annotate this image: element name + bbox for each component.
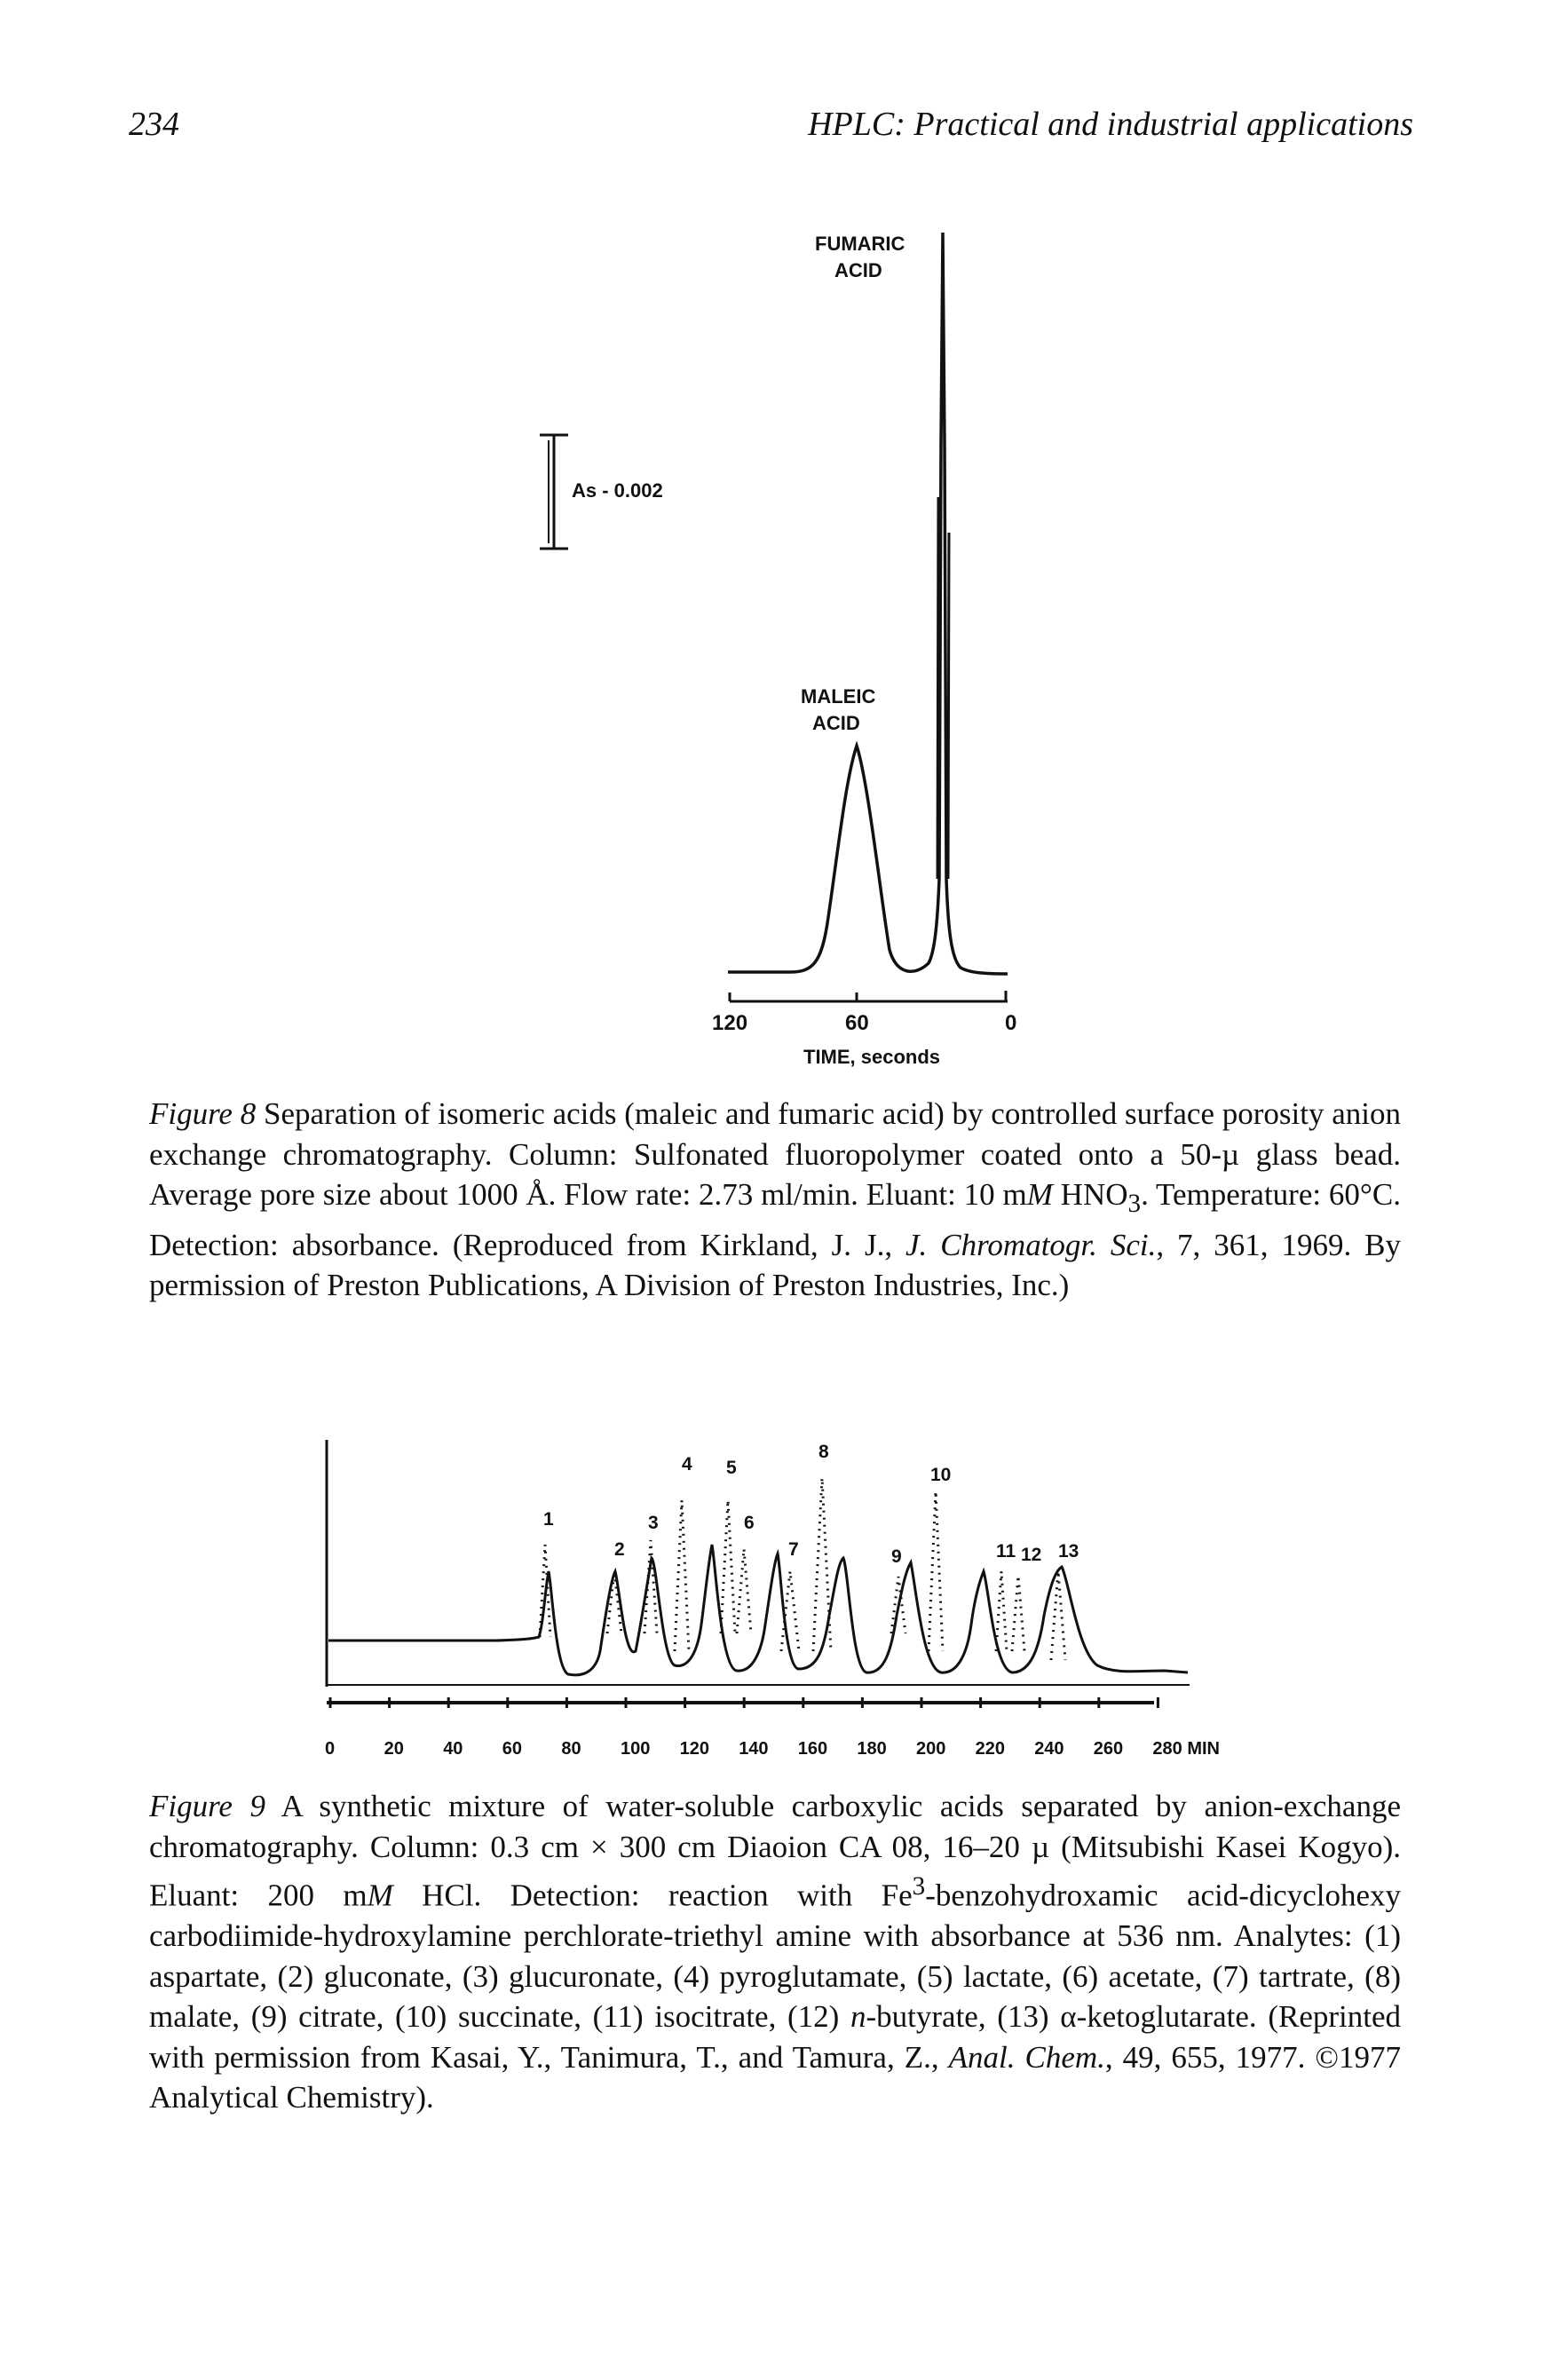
fumaric-label-line2: ACID <box>834 259 882 281</box>
axis-tick-label-9: 180 <box>857 1739 886 1759</box>
maleic-label-line2: ACID <box>812 712 860 734</box>
axis-tick-label-5: 100 <box>621 1739 650 1759</box>
time-tick-0: 0 <box>1005 1011 1016 1035</box>
peak-label-3: 3 <box>648 1513 659 1533</box>
time-axis-title: TIME, seconds <box>803 1046 940 1068</box>
caption-8-text-2: HNO <box>1052 1177 1128 1212</box>
peak-label-10: 10 <box>930 1465 951 1485</box>
time-tick-120: 120 <box>712 1011 747 1035</box>
axis-tick-label-10: 200 <box>916 1739 945 1759</box>
chromatogram-trace <box>728 232 1008 976</box>
axis-tick-label-3: 60 <box>502 1739 522 1759</box>
axis-tick-label-14: 280 MIN <box>1152 1739 1220 1759</box>
peak-label-7: 7 <box>788 1539 799 1560</box>
scale-label: As - 0.002 <box>572 479 663 502</box>
axis-tick-label-13: 260 <box>1094 1739 1123 1759</box>
chromatogram-trace-shadow <box>936 496 951 880</box>
caption-8-text-1: Separation of isomeric acids (maleic and… <box>149 1096 1401 1212</box>
page-number: 234 <box>129 106 179 143</box>
time-axis <box>728 991 1008 1003</box>
peak-label-12: 12 <box>1021 1545 1041 1565</box>
caption-9-text-3: -benzohydroxamic acid-dicyclohexy carbod… <box>149 1878 1401 2035</box>
caption-9-journal: Anal. Chem. <box>948 2039 1105 2075</box>
caption-8-journal: J. Chromatogr. Sci. <box>905 1227 1157 1262</box>
caption-9-text-4: -butyrate, (13) α-ketoglutarate. (Reprin… <box>149 1999 1402 2075</box>
axis-tick-label-12: 240 <box>1034 1739 1064 1759</box>
axis-tick-label-4: 80 <box>561 1739 581 1759</box>
peak-label-1: 1 <box>543 1509 554 1530</box>
axis-tick-label-0: 0 <box>325 1739 335 1759</box>
caption-9-n-prefix: n <box>850 1999 866 2035</box>
axis-tick-label-1: 20 <box>384 1739 404 1759</box>
axis-tick-label-2: 40 <box>443 1739 463 1759</box>
figure-8-caption: Figure 8 Separation of isomeric acids (m… <box>149 1094 1401 1306</box>
caption-8-subscript: 3 <box>1127 1190 1142 1218</box>
axis-tick-label-8: 160 <box>798 1739 827 1759</box>
axis-tick-label-6: 120 <box>680 1739 709 1759</box>
caption-9-superscript: 3 <box>912 1872 926 1901</box>
peak-label-13: 13 <box>1058 1541 1079 1562</box>
caption-9-unit: M <box>367 1878 393 1913</box>
fumaric-label-line1: FUMARIC <box>815 233 905 255</box>
caption-9-text-5: , 49, 655, 1977. ©1977 Analytical Chemis… <box>149 2039 1402 2115</box>
peak-label-4: 4 <box>682 1454 692 1475</box>
figure-9-label: Figure 9 <box>149 1789 265 1823</box>
absorbance-scale-bar <box>540 433 568 550</box>
time-tick-60: 60 <box>845 1011 869 1035</box>
peak-label-2: 2 <box>614 1539 625 1560</box>
peak-label-11: 11 <box>996 1541 1016 1562</box>
caption-8-unit: M <box>1026 1177 1053 1212</box>
caption-9-text-2: HCl. Detection: reaction with Fe <box>392 1878 913 1913</box>
figure-9-dotted-peaks <box>538 1477 1067 1661</box>
peak-label-6: 6 <box>744 1513 755 1533</box>
figure-8-chromatogram: FUMARIC ACID MALEIC ACID As - 0.002 120 … <box>540 232 1016 1068</box>
running-head: 234 HPLC: Practical and industrial appli… <box>129 105 1413 149</box>
peak-label-9: 9 <box>891 1546 902 1567</box>
maleic-label-line1: MALEIC <box>801 685 875 708</box>
figure-9-caption: Figure 9 A synthetic mixture of water-so… <box>149 1786 1401 2118</box>
figure-8-label: Figure 8 <box>149 1096 257 1131</box>
caption-8-text-3: . Temperature: 60°C. Detection: absorban… <box>149 1177 1401 1262</box>
axis-tick-label-7: 140 <box>739 1739 768 1759</box>
axis-tick-label-11: 220 <box>976 1739 1005 1759</box>
peak-label-8: 8 <box>818 1442 829 1462</box>
caption-9-text-1: A synthetic mixture of water-soluble car… <box>149 1789 1402 1913</box>
figure-9-axis-ticks: 0 20 40 60 80 100 120 140 160 180 200 220 240 260 280 … <box>325 1697 1220 1759</box>
caption-8-text-4: , 7, 361, 1969. By permission of Preston… <box>149 1227 1401 1303</box>
peak-label-5: 5 <box>726 1458 737 1478</box>
running-title: HPLC: Practical and industrial applicati… <box>808 106 1413 143</box>
figure-9-trace <box>328 1544 1189 1677</box>
